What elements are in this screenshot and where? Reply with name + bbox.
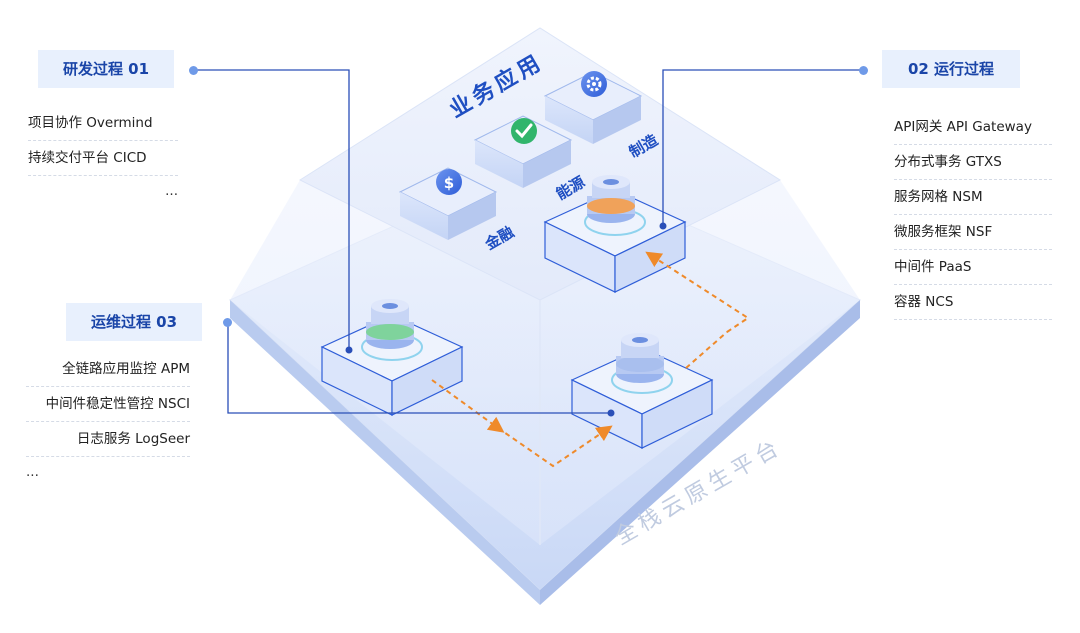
list-more: ... xyxy=(165,183,178,199)
list-item: 中间件稳定性管控 NSCI xyxy=(26,387,190,422)
connector-lines xyxy=(193,69,863,414)
list-item: 服务网格 NSM xyxy=(894,180,1052,215)
dev-process-title: 研发过程 01 xyxy=(38,50,174,88)
list-item: 容器 NCS xyxy=(894,285,1052,320)
ops-connector-dot xyxy=(223,318,232,327)
connector-endpoints xyxy=(345,222,667,417)
dev-connector-dot xyxy=(189,66,198,75)
run-process-title: 02 运行过程 xyxy=(882,50,1020,88)
list-item: API网关 API Gateway xyxy=(894,110,1052,145)
ops-cylinder-icon xyxy=(366,299,414,349)
list-item: 微服务框架 NSF xyxy=(894,215,1052,250)
ops-process-list: 全链路应用监控 APM 中间件稳定性管控 NSCI 日志服务 LogSeer .… xyxy=(26,352,190,487)
middle-cylinder-icon xyxy=(616,333,664,383)
list-more: ... xyxy=(26,464,39,480)
gear-icon xyxy=(581,71,607,97)
svg-text:$: $ xyxy=(444,174,454,192)
list-item: 全链路应用监控 APM xyxy=(26,352,190,387)
run-cylinder-icon xyxy=(587,175,635,223)
dollar-icon: $ xyxy=(436,169,462,195)
flow-arrows xyxy=(431,251,750,468)
list-item: 中间件 PaaS xyxy=(894,250,1052,285)
list-item: 分布式事务 GTXS xyxy=(894,145,1052,180)
list-item: 日志服务 LogSeer xyxy=(26,422,190,457)
list-item: 项目协作 Overmind xyxy=(28,106,178,141)
run-process-list: API网关 API Gateway 分布式事务 GTXS 服务网格 NSM 微服… xyxy=(894,110,1052,320)
ops-process-title: 运维过程 03 xyxy=(66,303,202,341)
list-item: 持续交付平台 CICD xyxy=(28,141,178,176)
dev-process-list: 项目协作 Overmind 持续交付平台 CICD ... xyxy=(28,106,178,206)
run-connector-dot xyxy=(859,66,868,75)
check-icon xyxy=(511,118,537,144)
